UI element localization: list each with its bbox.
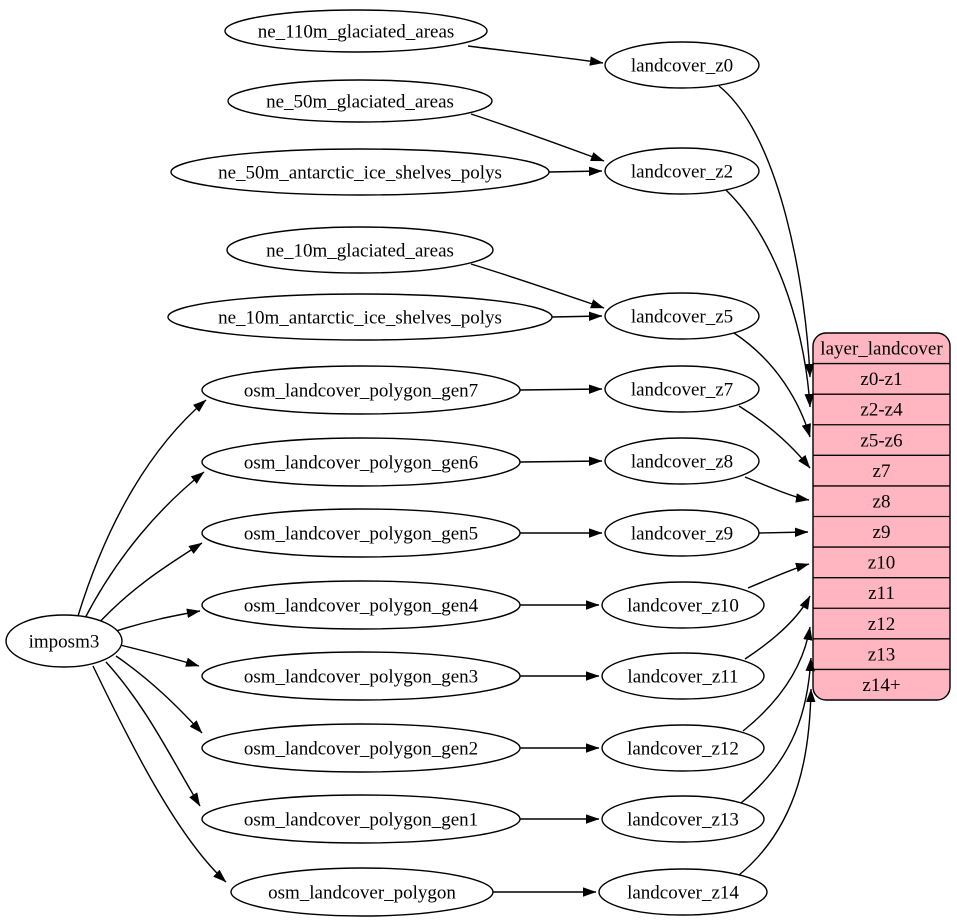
node-label-ne_110m_glaciated_areas: ne_110m_glaciated_areas: [258, 21, 455, 42]
edge-landcover_z5-to-layer_landcover-z5-z6: [733, 332, 811, 438]
node-label-landcover_z8: landcover_z8: [631, 451, 733, 472]
node-label-ne_50m_glaciated_areas: ne_50m_glaciated_areas: [266, 91, 454, 112]
node-osm_landcover_polygon_gen7: [201, 365, 521, 415]
node-landcover_z12: [601, 724, 765, 772]
edge-osm_landcover_polygon_gen7-to-landcover_z7: [519, 384, 603, 394]
node-osm_landcover_polygon_gen2: [201, 723, 521, 773]
edge-landcover_z14-to-layer_landcover-z14plus: [738, 688, 816, 876]
node-label-osm_landcover_polygon: osm_landcover_polygon: [268, 882, 456, 903]
edge-landcover_z0-to-layer_landcover-z0-z1: [718, 85, 815, 378]
table-row-label-z8: z8: [873, 491, 891, 512]
table-header-label: layer_landcover: [820, 339, 943, 360]
node-label-osm_landcover_polygon_gen6: osm_landcover_polygon_gen6: [244, 452, 478, 473]
node-label-osm_landcover_polygon_gen5: osm_landcover_polygon_gen5: [244, 523, 478, 544]
node-landcover_z0: [604, 41, 760, 89]
node-landcover_z13: [601, 795, 765, 843]
node-ne_50m_glaciated_areas: [227, 79, 493, 123]
table-row-label-z9: z9: [873, 522, 891, 543]
node-label-osm_landcover_polygon_gen7: osm_landcover_polygon_gen7: [244, 380, 478, 401]
edge-landcover_z8-to-layer_landcover-z8: [744, 476, 810, 503]
table-row-label-z11: z11: [868, 583, 895, 604]
node-landcover_z5: [604, 292, 760, 340]
node-label-ne_10m_glaciated_areas: ne_10m_glaciated_areas: [266, 240, 454, 261]
edge-landcover_z9-to-layer_landcover-z9: [758, 527, 809, 537]
edge-osm_landcover_polygon_gen6-to-landcover_z8: [519, 456, 603, 466]
node-label-ne_10m_antarctic_ice_shelves_polys: ne_10m_antarctic_ice_shelves_polys: [218, 307, 502, 328]
edge-landcover_z2-to-layer_landcover-z2-z4: [725, 189, 814, 408]
node-label-landcover_z0: landcover_z0: [631, 55, 733, 76]
node-label-landcover_z11: landcover_z11: [627, 666, 738, 687]
edge-imposm3-to-osm_landcover_polygon_gen1: [105, 661, 201, 807]
node-imposm3: [5, 614, 123, 668]
nodes-layer: imposm3 ne_110m_glaciated_areas ne_50m_gla…: [5, 9, 768, 917]
edge-imposm3-to-osm_landcover_polygon_gen3: [119, 644, 200, 667]
edge-landcover_z13-to-layer_landcover-z13: [740, 657, 815, 804]
node-ne_50m_antarctic_ice_shelves_polys: [170, 148, 550, 196]
node-label-osm_landcover_polygon_gen4: osm_landcover_polygon_gen4: [244, 595, 479, 616]
edge-imposm3-to-osm_landcover_polygon_gen7: [77, 399, 207, 617]
node-label-landcover_z10: landcover_z10: [627, 595, 739, 616]
node-label-landcover_z7: landcover_z7: [631, 379, 733, 400]
edge-imposm3-to-osm_landcover_polygon: [92, 665, 227, 883]
node-osm_landcover_polygon_gen1: [201, 794, 521, 844]
table-row-label-z0-z1: z0-z1: [860, 369, 902, 390]
edge-landcover_z12-to-layer_landcover-z12: [742, 626, 813, 732]
node-osm_landcover_polygon: [230, 867, 494, 917]
table-row-label-z10: z10: [868, 553, 895, 574]
node-landcover_z10: [601, 581, 765, 629]
edge-ne_50m_antarctic_ice_shelves_polys-to-landcover_z2: [548, 166, 603, 176]
edge-imposm3-to-osm_landcover_polygon_gen6: [83, 471, 205, 621]
table-row-label-z14plus: z14+: [862, 675, 900, 696]
edge-ne_10m_antarctic_ice_shelves_polys-to-landcover_z5: [551, 311, 603, 321]
table-layer: layer_landcover z0-z1 z2-z4 z5-z6 z7 z8 z9 z10 z…: [812, 332, 951, 701]
edge-landcover_z7-to-layer_landcover-z7: [738, 405, 811, 469]
table-row-label-z13: z13: [868, 644, 895, 665]
node-label-imposm3: imposm3: [29, 631, 100, 652]
table-row-label-z2-z4: z2-z4: [860, 400, 903, 421]
edge-ne_50m_glaciated_areas-to-landcover_z2: [470, 113, 605, 162]
edge-landcover_z11-to-layer_landcover-z11: [744, 595, 811, 660]
node-ne_10m_antarctic_ice_shelves_polys: [167, 293, 553, 341]
edge-ne_10m_glaciated_areas-to-landcover_z5: [470, 263, 605, 309]
table-row-label-z5-z6: z5-z6: [860, 430, 902, 451]
node-osm_landcover_polygon_gen3: [201, 651, 521, 701]
node-osm_landcover_polygon_gen4: [201, 580, 521, 630]
edge-imposm3-to-osm_landcover_polygon_gen4: [112, 608, 201, 633]
node-label-osm_landcover_polygon_gen1: osm_landcover_polygon_gen1: [244, 809, 478, 830]
edge-imposm3-to-osm_landcover_polygon_gen5: [95, 542, 203, 627]
node-label-landcover_z9: landcover_z9: [631, 523, 733, 544]
node-landcover_z9: [604, 509, 760, 557]
edges-layer: [77, 45, 816, 897]
node-osm_landcover_polygon_gen6: [201, 437, 521, 487]
node-label-landcover_z14: landcover_z14: [627, 882, 739, 903]
table-row-label-z7: z7: [873, 461, 891, 482]
node-ne_10m_glaciated_areas: [226, 226, 494, 274]
edge-imposm3-to-osm_landcover_polygon_gen2: [115, 655, 203, 734]
node-landcover_z14: [598, 868, 768, 916]
node-ne_110m_glaciated_areas: [224, 9, 488, 53]
node-label-landcover_z5: landcover_z5: [631, 306, 733, 327]
table-row-label-z12: z12: [868, 614, 895, 635]
node-label-landcover_z12: landcover_z12: [627, 738, 739, 759]
node-landcover_z2: [604, 147, 760, 195]
node-landcover_z11: [601, 652, 765, 700]
node-label-landcover_z2: landcover_z2: [631, 161, 733, 182]
node-landcover_z7: [604, 365, 760, 413]
edge-landcover_z10-to-layer_landcover-z10: [747, 562, 810, 589]
node-osm_landcover_polygon_gen5: [201, 508, 521, 558]
node-label-ne_50m_antarctic_ice_shelves_polys: ne_50m_antarctic_ice_shelves_polys: [218, 162, 502, 183]
node-label-osm_landcover_polygon_gen3: osm_landcover_polygon_gen3: [244, 666, 478, 687]
node-label-osm_landcover_polygon_gen2: osm_landcover_polygon_gen2: [244, 738, 478, 759]
edge-ne_110m_glaciated_areas-to-landcover_z0: [467, 45, 604, 66]
node-label-landcover_z13: landcover_z13: [627, 809, 739, 830]
node-landcover_z8: [604, 437, 760, 485]
